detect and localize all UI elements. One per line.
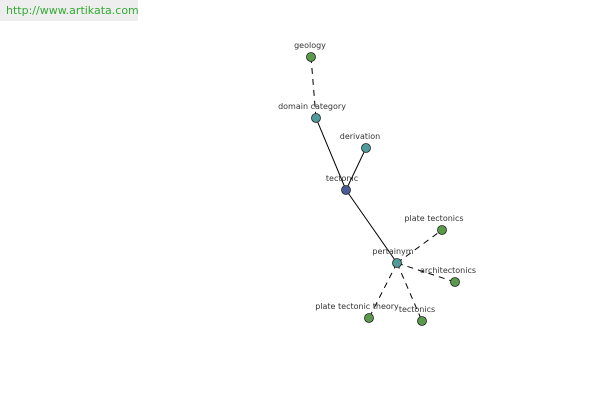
edge-domain_category-tectonic: [315, 117, 347, 191]
node-label-geology[interactable]: geology: [294, 41, 326, 50]
watermark-link[interactable]: http://www.artikata.com: [0, 0, 139, 21]
node-plate-tectonics[interactable]: [437, 225, 447, 235]
node-tectonics[interactable]: [417, 316, 427, 326]
node-domain-category[interactable]: [311, 113, 321, 123]
node-label-pertainym[interactable]: pertainym: [372, 247, 413, 256]
edge-derivation-tectonic: [345, 147, 367, 191]
node-label-domain-category[interactable]: domain category: [278, 102, 346, 111]
node-label-plate-tectonic-theory[interactable]: plate tectonic theory: [315, 302, 399, 311]
edges-layer: [310, 56, 456, 322]
node-label-tectonics[interactable]: tectonics: [399, 305, 435, 314]
edge-pertainym-plate_tectonics: [396, 229, 443, 264]
node-tectonic[interactable]: [341, 185, 351, 195]
edge-tectonic-pertainym: [345, 189, 398, 264]
node-architectonics[interactable]: [450, 277, 460, 287]
node-label-architectonics[interactable]: architectonics: [420, 266, 476, 275]
labels-layer: geology domain category derivation tectonic…: [278, 41, 476, 314]
node-label-plate-tectonics[interactable]: plate tectonics: [404, 214, 463, 223]
node-geology[interactable]: [306, 52, 316, 62]
nodes-layer: [306, 52, 460, 326]
node-label-tectonic[interactable]: tectonic: [326, 174, 358, 183]
node-pertainym[interactable]: [392, 258, 402, 268]
node-derivation[interactable]: [361, 143, 371, 153]
node-label-derivation[interactable]: derivation: [340, 132, 380, 141]
node-plate-tectonic-theory[interactable]: [364, 313, 374, 323]
